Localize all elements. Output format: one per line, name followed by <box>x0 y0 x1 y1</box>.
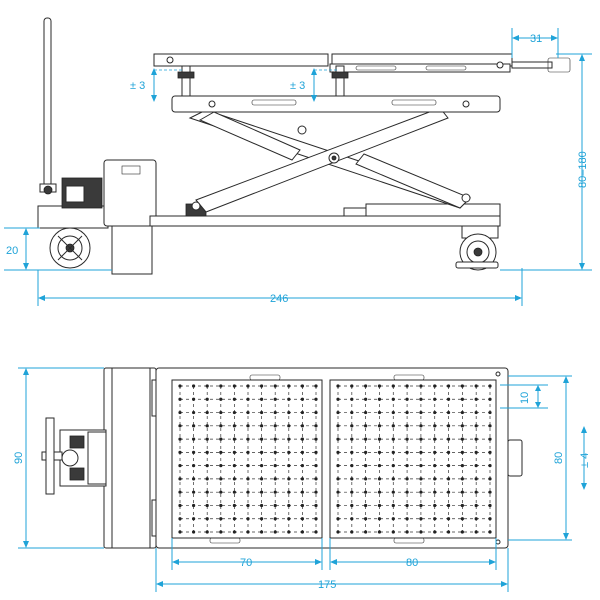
lower-frame <box>171 95 501 113</box>
rear-wheel <box>455 225 499 271</box>
hole-grid-left <box>178 384 318 534</box>
dim-label-wheel-height: 20 <box>6 245 18 257</box>
dimension-table-width: 80 <box>508 375 572 541</box>
front-wheel <box>49 227 91 269</box>
dimension-lateral-adjust: ± 4 <box>579 426 591 490</box>
side-view: ± 3 ± 3 31 80–180 <box>4 17 592 306</box>
dimension-height-range: 80–180 <box>500 53 592 271</box>
top-table <box>155 367 523 549</box>
pump-unit <box>37 159 157 275</box>
dimension-height-adjust-right: ± 3 <box>290 68 338 102</box>
dim-label-height-range: 80–180 <box>577 151 589 188</box>
hole-grid-right <box>336 384 492 534</box>
dim-label-total-length: 246 <box>270 293 288 305</box>
dim-label-hole-spacing: 10 <box>519 392 531 404</box>
upper-table <box>153 53 571 97</box>
dimension-panel-left: 70 <box>171 538 323 570</box>
dim-label-table-length: 175 <box>318 579 336 591</box>
dim-label-lateral-adjust: ± 4 <box>579 453 591 468</box>
chassis <box>149 203 501 227</box>
scissor-arms <box>188 107 471 213</box>
dimension-total-length: 246 <box>37 268 523 306</box>
dimension-height-adjust-left: ± 3 <box>130 68 184 102</box>
dimension-extension: 31 <box>511 28 559 58</box>
dim-label-adjust-right: ± 3 <box>290 80 305 92</box>
dimension-panel-right: 80 <box>329 538 497 570</box>
top-view: 90 10 80 ± 4 <box>13 367 591 592</box>
dimension-top-width: 90 <box>13 367 104 549</box>
dim-label-panel-left: 70 <box>240 557 252 569</box>
dimension-table-length: 175 <box>155 548 509 592</box>
handle <box>39 17 57 193</box>
dim-label-top-width: 90 <box>13 452 25 464</box>
dim-label-extension: 31 <box>530 33 542 45</box>
dim-label-panel-right: 80 <box>406 557 418 569</box>
dim-label-adjust-left: ± 3 <box>130 80 145 92</box>
dim-label-table-width: 80 <box>553 452 565 464</box>
dimension-hole-spacing: 10 <box>500 384 548 409</box>
dimension-wheel-height: 20 <box>4 227 112 271</box>
